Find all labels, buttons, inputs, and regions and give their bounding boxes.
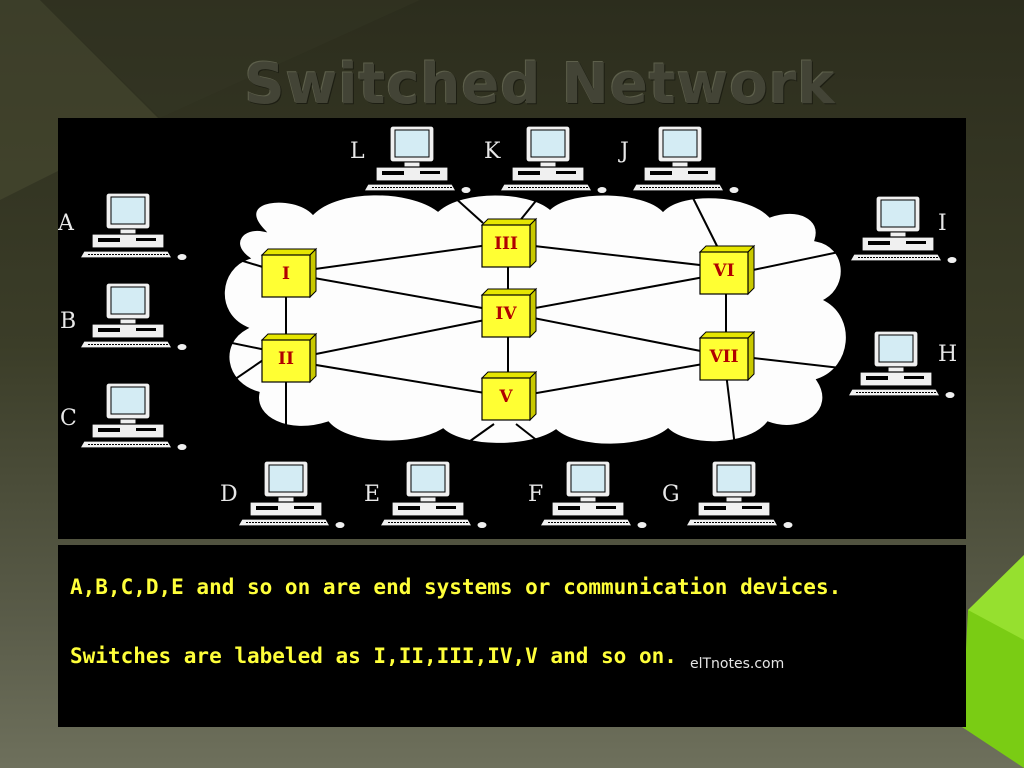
switch-iv: IV: [481, 288, 537, 338]
device-l: L: [350, 125, 472, 195]
device-d: D: [220, 460, 346, 530]
device-a: A: [58, 192, 188, 262]
background-shape-left: [0, 0, 160, 200]
svg-text:I: I: [938, 211, 947, 236]
switch-vi: VI: [699, 245, 755, 295]
svg-text:L: L: [350, 139, 365, 164]
network-diagram: I II III IV V VI VII A: [58, 118, 966, 539]
svg-text:H: H: [938, 342, 957, 367]
svg-text:E: E: [364, 482, 380, 507]
svg-text:III: III: [494, 234, 518, 254]
svg-text:D: D: [220, 482, 238, 507]
caption-switches: Switches are labeled as I,II,III,IV,V an…: [70, 644, 677, 668]
accent-triangle-right-shade: [968, 555, 1024, 640]
network-links: [173, 175, 859, 476]
device-e: E: [364, 460, 488, 530]
device-i: I: [849, 195, 958, 265]
switch-iii: III: [481, 218, 537, 268]
slide-title: Switched Network: [244, 52, 836, 117]
device-k: K: [484, 125, 608, 195]
device-g: G: [662, 460, 794, 530]
svg-text:K: K: [484, 139, 501, 164]
caption-end-systems: A,B,C,D,E and so on are end systems or c…: [70, 575, 842, 599]
switch-v: V: [481, 371, 537, 421]
device-c: C: [60, 382, 188, 452]
device-b: B: [60, 282, 188, 352]
device-h: H: [847, 330, 957, 400]
svg-text:II: II: [278, 349, 294, 369]
svg-text:A: A: [58, 211, 75, 236]
svg-text:I: I: [282, 264, 290, 284]
svg-text:VII: VII: [708, 347, 738, 367]
svg-text:VI: VI: [712, 261, 734, 281]
switch-vii: VII: [699, 331, 755, 381]
computer-icon: [79, 282, 188, 352]
computer-icon: [499, 125, 608, 195]
switch-ii: II: [261, 333, 317, 383]
computer-icon: [237, 460, 346, 530]
svg-text:V: V: [498, 387, 513, 407]
svg-text:C: C: [60, 406, 77, 431]
switch-i: I: [261, 248, 317, 298]
background-shape-upper: [40, 0, 420, 118]
computer-icon: [685, 460, 794, 530]
computer-icon: [79, 192, 188, 262]
computer-icon: [379, 460, 488, 530]
computer-icon: [539, 460, 648, 530]
caption-box: A,B,C,D,E and so on are end systems or c…: [58, 545, 966, 727]
svg-text:F: F: [528, 482, 543, 507]
device-f: F: [528, 460, 648, 530]
source-credit: elTnotes.com: [690, 656, 785, 672]
computer-icon: [363, 125, 472, 195]
computer-icon: [79, 382, 188, 452]
svg-text:G: G: [662, 482, 680, 507]
svg-text:IV: IV: [495, 304, 517, 324]
device-j: J: [618, 125, 740, 195]
svg-text:J: J: [618, 139, 629, 164]
svg-text:B: B: [60, 309, 76, 334]
